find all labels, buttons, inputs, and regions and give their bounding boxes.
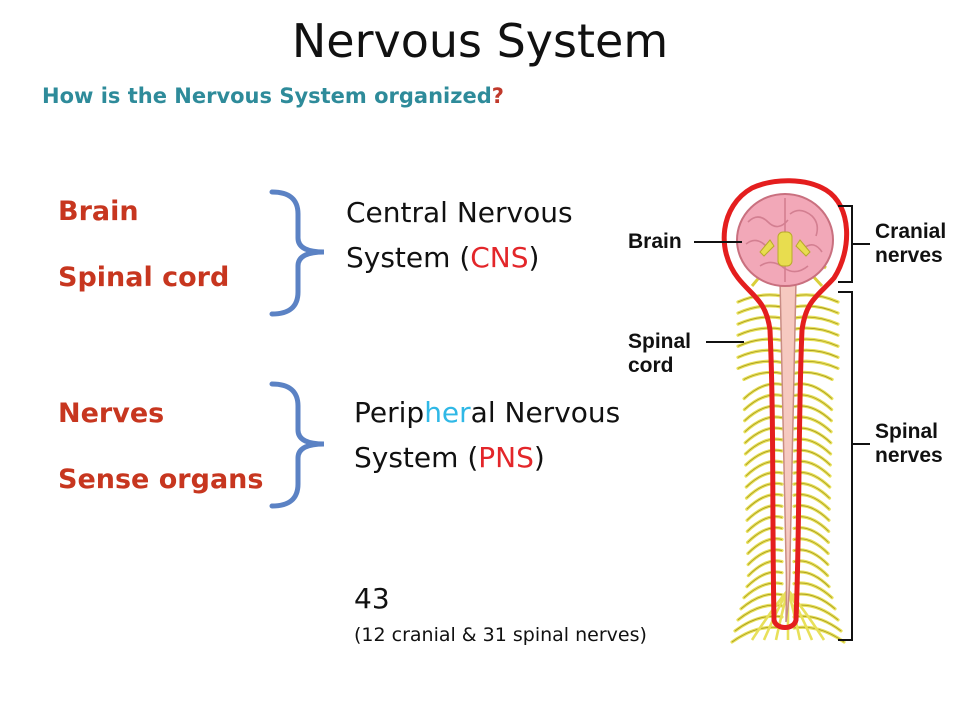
spinal-nerve-branch-outline [793, 427, 832, 444]
subtitle: How is the Nervous System organized? [42, 84, 504, 108]
spinal-nerve-branch-outline [743, 383, 783, 399]
figure-label-spinal-nerves: Spinal nerves [875, 420, 943, 468]
spinal-nerve-branch-outline [793, 383, 833, 399]
spinal-nerve-branch-outline [734, 615, 783, 632]
spinal-nerve-branch-outline [744, 405, 783, 421]
spinal-cord-shape [779, 279, 797, 623]
cns-label: Central Nervous System (CNS) [346, 190, 573, 280]
cns-line2-post: ) [528, 241, 540, 274]
spinal-nerve-branch-outline [747, 549, 783, 565]
pns-brace-icon [269, 381, 325, 509]
spinal-nerve-branch-outline [793, 416, 832, 433]
pns-line1-a: Perip [354, 396, 425, 429]
pns-label: Peripheral Nervous System (PNS) [354, 390, 620, 480]
spinal-nerve-branch-outline [745, 472, 783, 488]
spinal-nerve-branch-outline [737, 338, 783, 347]
spinal-nerves-icon [730, 293, 846, 644]
subtitle-text: How is the Nervous System organized [42, 84, 492, 108]
figure-label-cranial-nerves: Cranial nerves [875, 220, 946, 268]
spinal-nerve-branch-outline [748, 560, 783, 576]
cns-line2: System (CNS) [346, 235, 573, 280]
spinal-nerve-branch-outline [737, 316, 783, 325]
spinal-nerve-branch-outline [793, 405, 832, 421]
spinal-nerve-branch-outline [745, 438, 783, 455]
pns-line2: System (PNS) [354, 435, 620, 480]
spinal-nerve-branch-outline [793, 394, 832, 410]
spinal-nerve-branch-outline [737, 360, 783, 369]
spinal-nerve-branch-outline [793, 371, 833, 380]
pns-line1-c: al Nervous [470, 396, 621, 429]
spinal-nerve-branch-outline [745, 460, 783, 477]
spinal-nerve-branch-outline [793, 360, 839, 369]
spinal-nerve-branch-outline [743, 371, 783, 380]
pns-line1: Peripheral Nervous [354, 390, 620, 435]
term-spinal-cord: Spinal cord [58, 262, 230, 293]
spinal-nerve-branch-outline [740, 593, 783, 610]
cauda-equina-strand [786, 589, 826, 641]
spinal-nerve-branch-outline [744, 394, 783, 410]
spinal-nerve-branch-outline [743, 582, 783, 599]
spinal-nerve-branch-outline [744, 427, 783, 444]
spinal-nerve-branch-outline [737, 294, 783, 303]
nerve-count-note: (12 cranial & 31 spinal nerves) [354, 624, 647, 646]
nerve-count: 43 [354, 582, 390, 615]
cns-brace-icon [269, 189, 325, 317]
spinal-nerve-branch-outline [737, 604, 783, 621]
pns-line2-pre: System ( [354, 441, 479, 474]
figure-label-spinal-cord-line1: Spinal [628, 330, 692, 353]
spinal-nerve-branch-outline [744, 416, 783, 433]
spinal-nerve-branch-outline [793, 305, 839, 314]
spinal-nerve-branch-outline [793, 349, 839, 358]
spinal-nerve-branch-outline [746, 494, 783, 510]
pns-abbr: PNS [478, 441, 534, 474]
pns-line2-post: ) [533, 441, 545, 474]
figure-label-cranial-line1: Cranial [875, 220, 947, 243]
brainstem-nerves [759, 231, 811, 267]
spinal-nerve-branch-outline [793, 338, 839, 347]
page-title: Nervous System [291, 14, 669, 68]
term-nerves: Nerves [58, 398, 165, 429]
subtitle-question-mark: ? [491, 84, 504, 108]
spinal-nerve-branch-outline [793, 327, 839, 336]
spinal-nerve-branch-outline [747, 516, 783, 532]
figure-label-spinal-cord: Spinal cord [628, 330, 691, 378]
figure-label-brain: Brain [628, 230, 682, 253]
figure-label-spinal-nerves-line2: nerves [875, 444, 943, 467]
spinal-nerve-branch-outline [747, 538, 783, 554]
spinal-nerve-branch-outline [745, 449, 783, 466]
spinal-nerve-branch-outline [746, 483, 783, 499]
cns-line1: Central Nervous [346, 196, 573, 229]
pns-line1-highlight: her [424, 396, 471, 429]
figure-label-cranial-line2: nerves [875, 244, 943, 267]
cns-outline [721, 178, 850, 630]
cns-line2-pre: System ( [346, 241, 471, 274]
spinal-nerve-branch-outline [747, 527, 783, 543]
spinal-nerve-branch-outline [737, 349, 783, 358]
figure-label-spinal-nerves-line1: Spinal [875, 420, 939, 443]
spinal-nerve-branch-outline [746, 571, 783, 587]
term-sense-organs: Sense organs [58, 464, 264, 495]
term-brain: Brain [58, 196, 139, 227]
spinal-nerve-branch-outline [746, 505, 783, 521]
spinal-nerve-branch-outline [737, 327, 783, 336]
figure-label-spinal-cord-line2: cord [628, 354, 674, 377]
cns-abbr: CNS [470, 241, 529, 274]
spinal-nerve-branch-outline [793, 316, 839, 325]
